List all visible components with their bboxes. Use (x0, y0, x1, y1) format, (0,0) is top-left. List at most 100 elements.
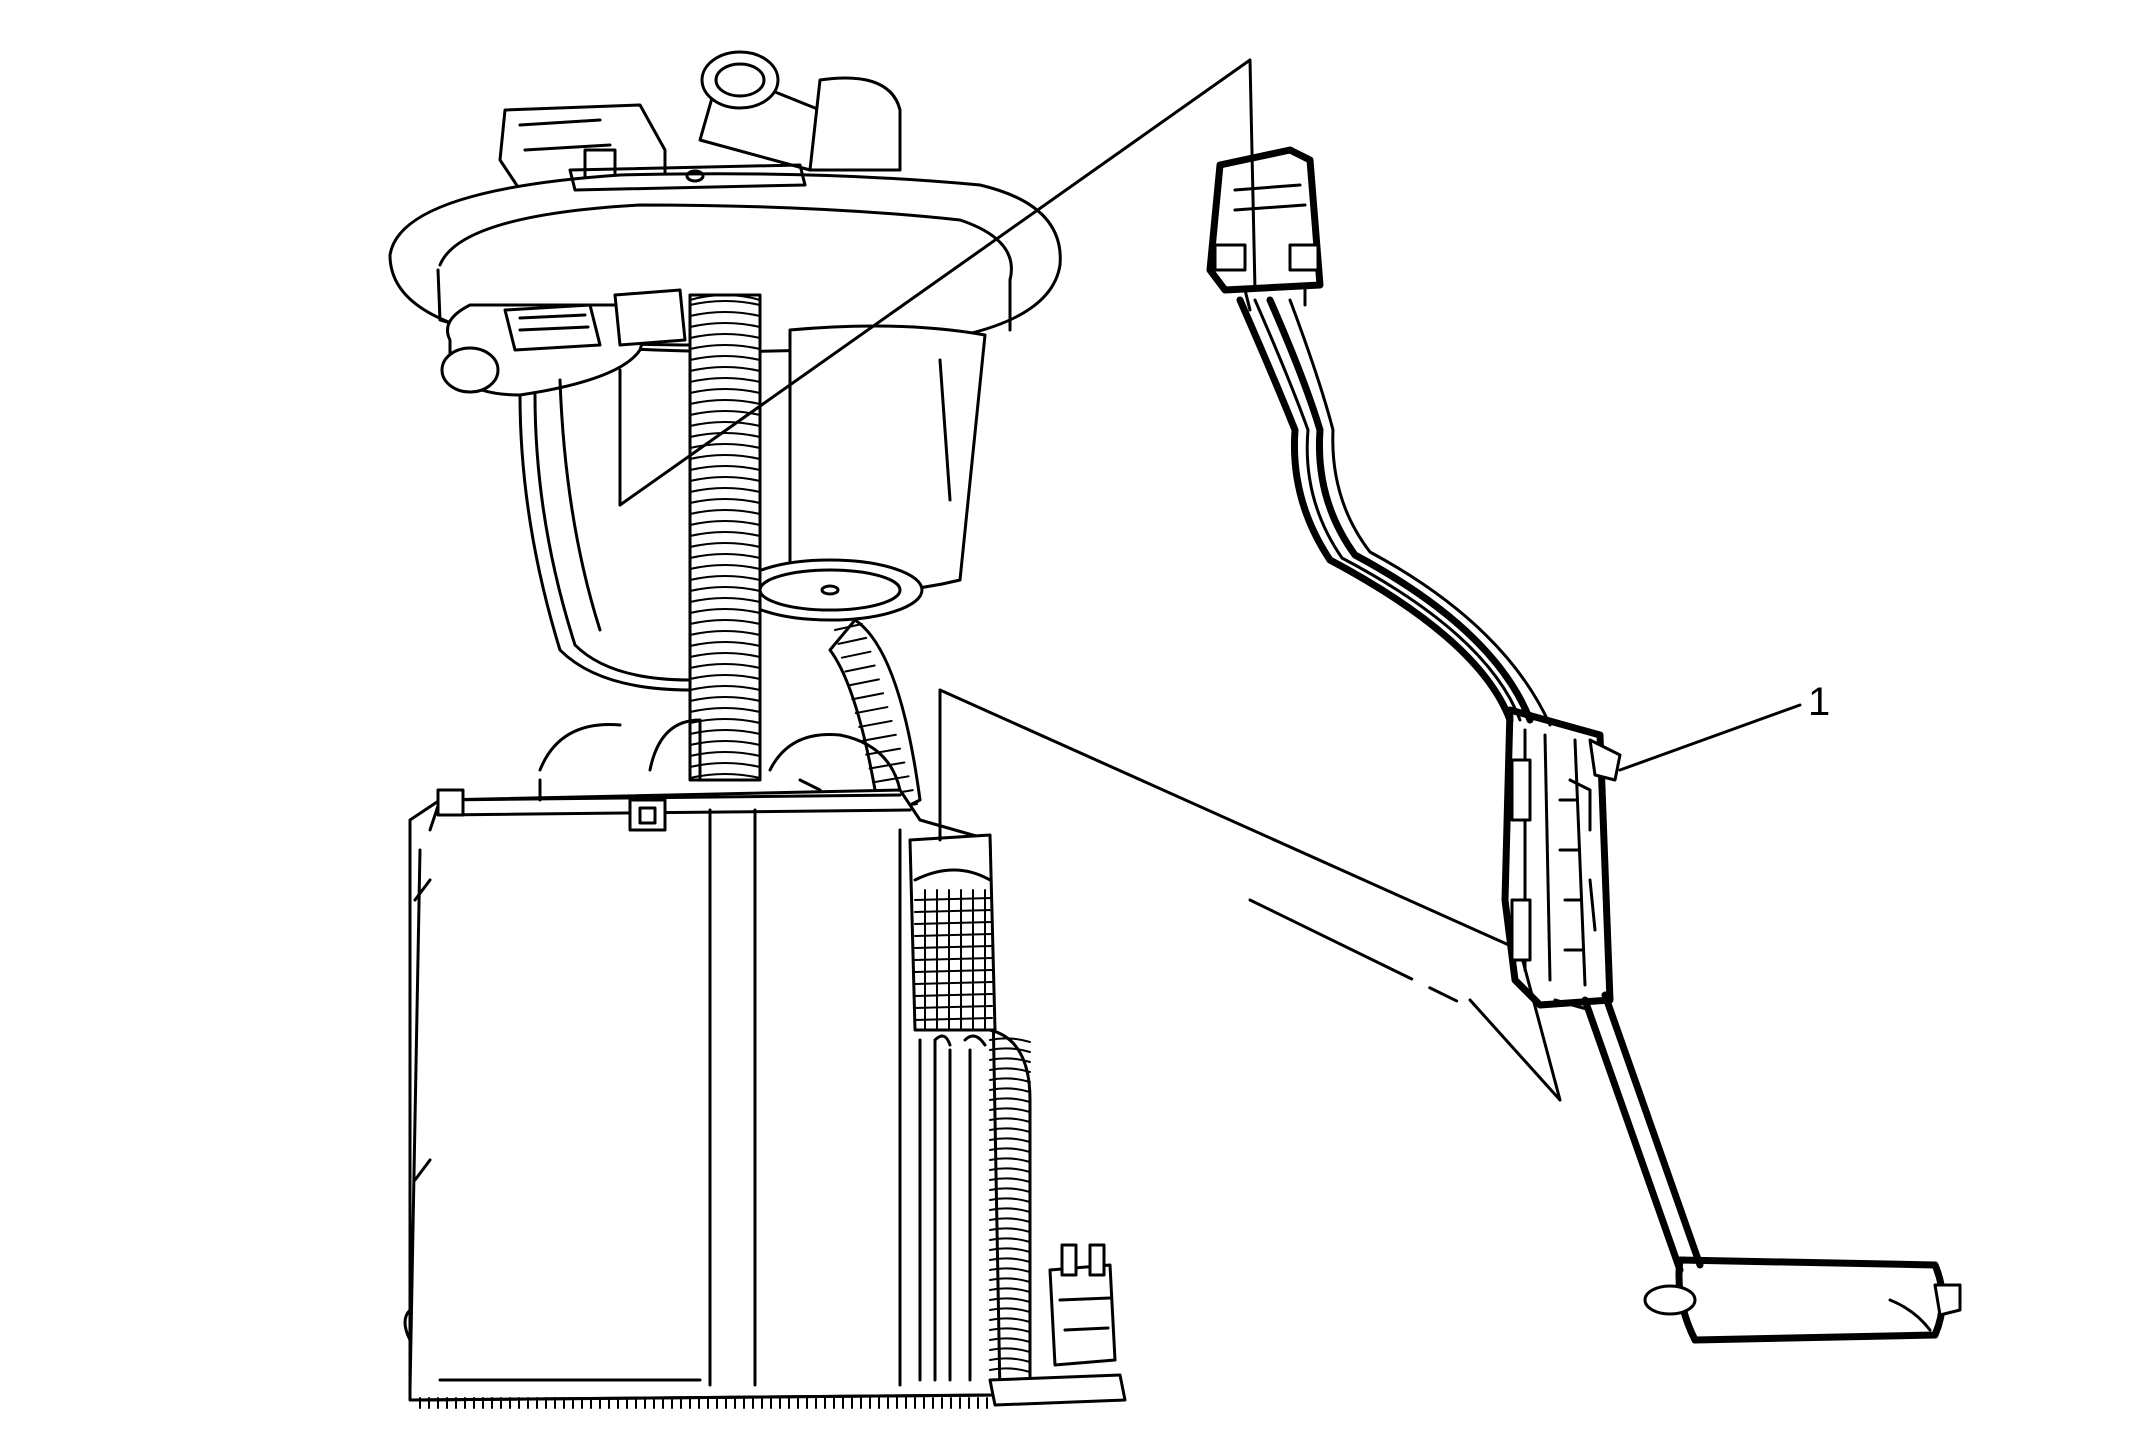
line-art-stroke (844, 664, 876, 673)
line-art-stroke (989, 1207, 1031, 1213)
line-art-stroke (689, 487, 761, 493)
line-art-stroke (865, 747, 902, 756)
hose-ribs (689, 300, 761, 779)
line-art-stroke (689, 762, 761, 768)
line-art-stroke (989, 1227, 1031, 1233)
line-art-stroke (989, 1127, 1031, 1133)
line-art-stroke (689, 465, 761, 471)
line-art-stroke (689, 641, 761, 647)
line-art-stroke (689, 586, 761, 592)
bottom-clip (988, 1243, 1127, 1407)
line-art-stroke (989, 1267, 1031, 1273)
line-art-stroke (689, 663, 761, 669)
line-art-stroke (689, 443, 761, 449)
filter-grid (914, 889, 993, 1029)
line-art-stroke (689, 509, 761, 515)
line-art-stroke (837, 636, 868, 645)
line-art-stroke (689, 707, 761, 713)
line-art-stroke (689, 553, 761, 559)
line-art-stroke (689, 773, 761, 779)
line-art-stroke (689, 531, 761, 537)
line-art-stroke (989, 1197, 1031, 1203)
line-art-stroke (989, 1137, 1031, 1143)
line-art-stroke (689, 564, 761, 570)
fuel-pump-module (388, 50, 1127, 1409)
underside-fittings (440, 288, 687, 397)
line-art-stroke (989, 1087, 1031, 1093)
line-art-stroke (989, 1177, 1031, 1183)
line-art-stroke (989, 1217, 1031, 1223)
line-art-stroke (989, 1117, 1031, 1123)
line-art-stroke (914, 993, 993, 997)
line-art-stroke (989, 1297, 1031, 1303)
line-art-stroke (914, 1005, 993, 1009)
line-art-stroke (914, 897, 993, 901)
line-art-stroke (689, 542, 761, 548)
fuel-level-sensor (1206, 146, 1962, 1344)
line-art-stroke (989, 1257, 1031, 1263)
line-art-stroke (689, 476, 761, 482)
line-art-stroke (834, 623, 863, 631)
line-art-stroke (689, 333, 761, 339)
callout-1: 1 (1618, 680, 1830, 772)
line-art-stroke (989, 1147, 1031, 1153)
line-art-stroke (689, 696, 761, 702)
outlet-pipe (698, 50, 902, 172)
float (1643, 1256, 1962, 1344)
line-art-stroke (689, 344, 761, 350)
line-art-stroke (989, 1357, 1031, 1363)
line-art-stroke (689, 652, 761, 658)
line-art-stroke (989, 1237, 1031, 1243)
line-art-stroke (914, 969, 993, 973)
line-art-stroke (989, 1187, 1031, 1193)
line-art-stroke (989, 1247, 1031, 1253)
line-art-stroke (689, 575, 761, 581)
line-art-stroke (689, 751, 761, 757)
float-arm (1553, 991, 1704, 1274)
line-art-stroke (914, 921, 993, 925)
line-art-stroke (689, 498, 761, 504)
line-art-stroke (689, 608, 761, 614)
line-art-stroke (989, 1307, 1031, 1313)
line-art-stroke (914, 957, 993, 961)
line-art-stroke (689, 410, 761, 416)
line-art-stroke (861, 733, 897, 742)
line-art-stroke (989, 1367, 1031, 1373)
line-art-stroke (988, 1028, 1032, 1382)
sensor-connector (1206, 146, 1324, 312)
line-art-stroke (989, 1277, 1031, 1283)
line-art-stroke (851, 692, 885, 701)
line-art-stroke (989, 1287, 1031, 1293)
line-art-stroke (914, 945, 993, 949)
line-art-stroke (689, 454, 761, 460)
sensor-body (1501, 706, 1622, 1009)
line-art-stroke (689, 399, 761, 405)
line-art-stroke (689, 718, 761, 724)
line-art-stroke (858, 719, 893, 728)
line-art-stroke (840, 650, 872, 659)
line-art-stroke (689, 729, 761, 735)
line-art-stroke (989, 1327, 1031, 1333)
canister-base-ticks (419, 1397, 988, 1409)
pump-wires (518, 378, 902, 792)
pump-reservoir-top (736, 324, 987, 622)
line-art-stroke (989, 1077, 1031, 1083)
line-art-stroke (989, 1107, 1031, 1113)
line-art-stroke (689, 311, 761, 317)
line-art-stroke (689, 685, 761, 691)
line-art-stroke (989, 1067, 1031, 1073)
pump-canister (403, 778, 1002, 1402)
line-art-stroke (689, 421, 761, 427)
line-art-stroke (689, 377, 761, 383)
line-art-stroke (914, 933, 993, 937)
line-art-stroke (989, 1167, 1031, 1173)
sensor-wire-harness (1236, 296, 1552, 727)
callout-label-1: 1 (1808, 680, 1830, 724)
line-art-stroke (872, 775, 910, 784)
line-art-stroke (689, 300, 761, 306)
line-art-stroke (989, 1347, 1031, 1353)
line-art-stroke (914, 1017, 993, 1021)
line-art-stroke (689, 366, 761, 372)
line-art-stroke (868, 761, 906, 770)
